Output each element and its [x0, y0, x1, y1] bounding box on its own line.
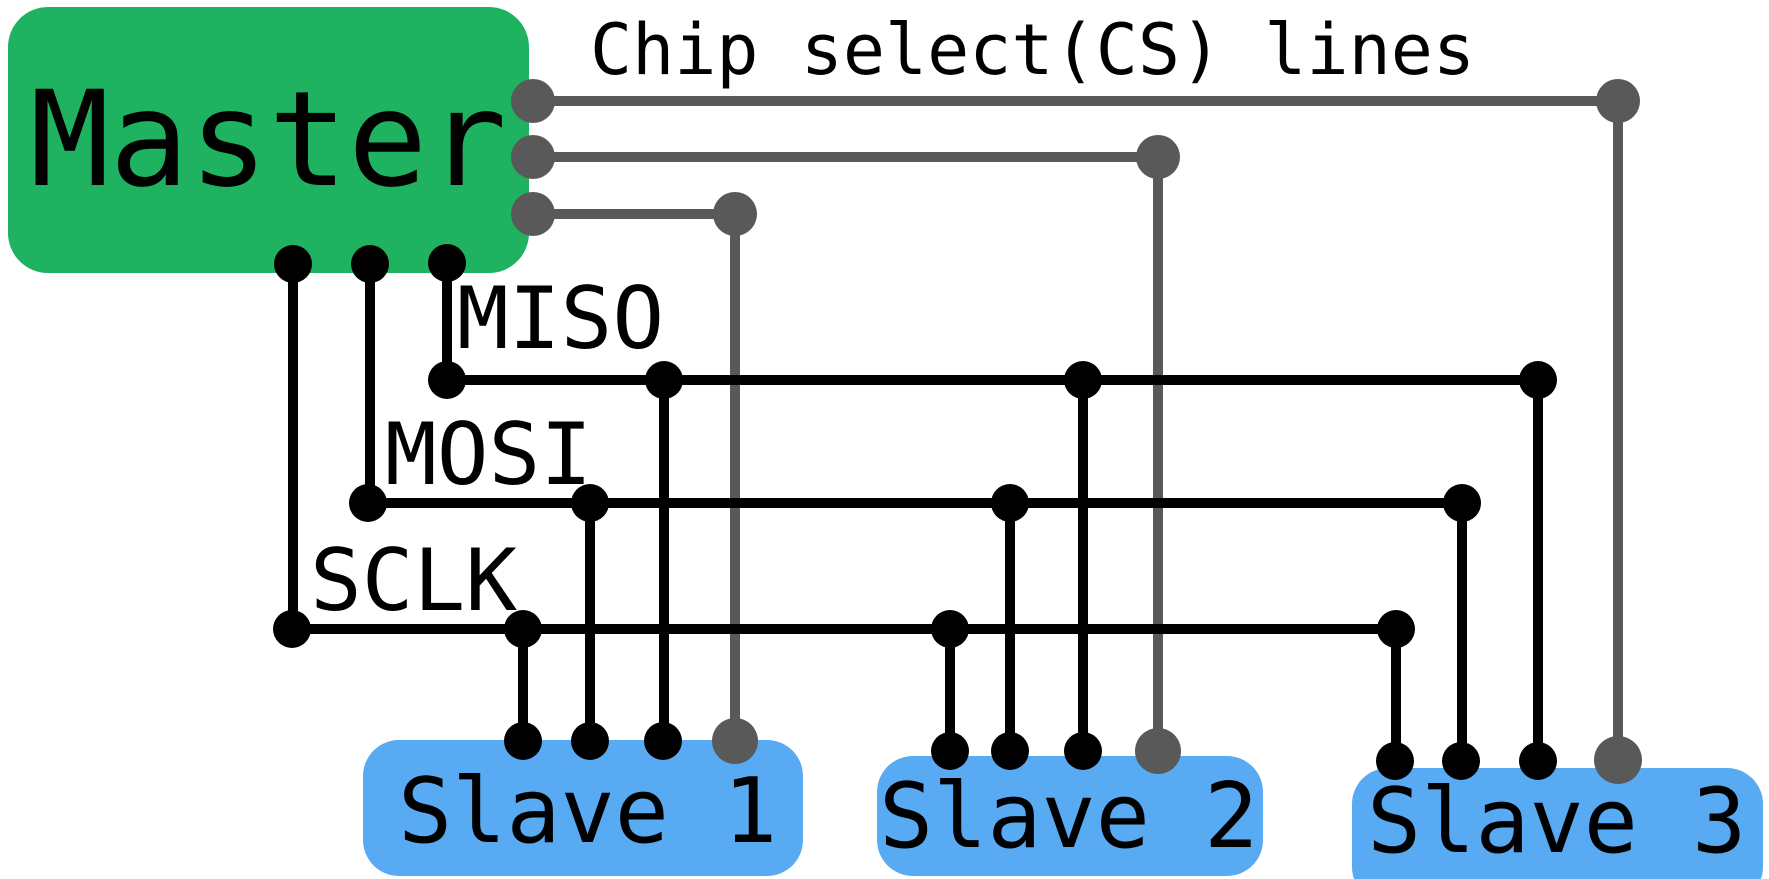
cs2-corner-dot	[1136, 135, 1180, 179]
slave-2-label: Slave 2	[879, 764, 1258, 869]
cs-line-slave2	[533, 152, 1163, 751]
sclk-bus	[288, 264, 1401, 762]
slave2-mosi-pin-dot	[991, 732, 1029, 770]
slave-1-label: Slave 1	[398, 759, 777, 864]
chip-select-title: Chip select(CS) lines	[590, 9, 1475, 91]
mosi-bus	[365, 264, 1467, 762]
master-cs2-pin-dot	[511, 135, 555, 179]
sclk-start-dot	[273, 610, 311, 648]
mosi-slave2-junction-dot	[991, 484, 1029, 522]
mosi-corner-dot	[1443, 484, 1481, 522]
cs3-corner-dot	[713, 192, 757, 236]
master-cs1-pin-dot	[511, 79, 555, 123]
slave1-mosi-pin-dot	[571, 722, 609, 760]
miso-corner-dot	[1519, 361, 1557, 399]
mosi-slave1-junction-dot	[571, 484, 609, 522]
master-box	[8, 7, 529, 273]
sclk-slave1-junction-dot	[504, 610, 542, 648]
miso-slave2-junction-dot	[1064, 361, 1102, 399]
slave3-mosi-pin-dot	[1442, 742, 1480, 780]
mosi-label: MOSI	[385, 405, 592, 505]
slave2-cs-pin-dot	[1135, 728, 1181, 774]
master-miso-pin-dot	[428, 244, 466, 282]
slave1-miso-pin-dot	[644, 722, 682, 760]
mosi-start-dot	[349, 484, 387, 522]
master-label: Master	[30, 63, 507, 217]
master-mosi-pin-dot	[351, 245, 389, 283]
slave-1-box	[363, 740, 803, 876]
master-sclk-pin-dot	[274, 245, 312, 283]
miso-label: MISO	[457, 269, 664, 369]
master-cs3-pin-dot	[511, 192, 555, 236]
sclk-corner-dot	[1377, 610, 1415, 648]
slave-3-box	[1352, 768, 1763, 879]
sclk-slave2-junction-dot	[931, 610, 969, 648]
slave1-cs-pin-dot	[712, 718, 758, 764]
chip-select-lines	[533, 96, 1623, 760]
slave3-miso-pin-dot	[1519, 742, 1557, 780]
miso-bus	[442, 264, 1543, 762]
slave-3-label: Slave 3	[1367, 769, 1746, 874]
bus-junction-dots	[273, 244, 1557, 780]
slave2-miso-pin-dot	[1064, 732, 1102, 770]
slave1-sclk-pin-dot	[504, 722, 542, 760]
cs-line-slave3	[533, 96, 1623, 760]
cs1-corner-dot	[1596, 79, 1640, 123]
slave-2-box	[877, 756, 1263, 876]
miso-start-dot	[428, 361, 466, 399]
miso-slave1-junction-dot	[645, 361, 683, 399]
slave3-cs-pin-dot	[1594, 736, 1642, 784]
slave3-sclk-pin-dot	[1376, 742, 1414, 780]
slave2-sclk-pin-dot	[931, 732, 969, 770]
sclk-label: SCLK	[310, 531, 517, 631]
chip-select-dots	[511, 79, 1642, 784]
